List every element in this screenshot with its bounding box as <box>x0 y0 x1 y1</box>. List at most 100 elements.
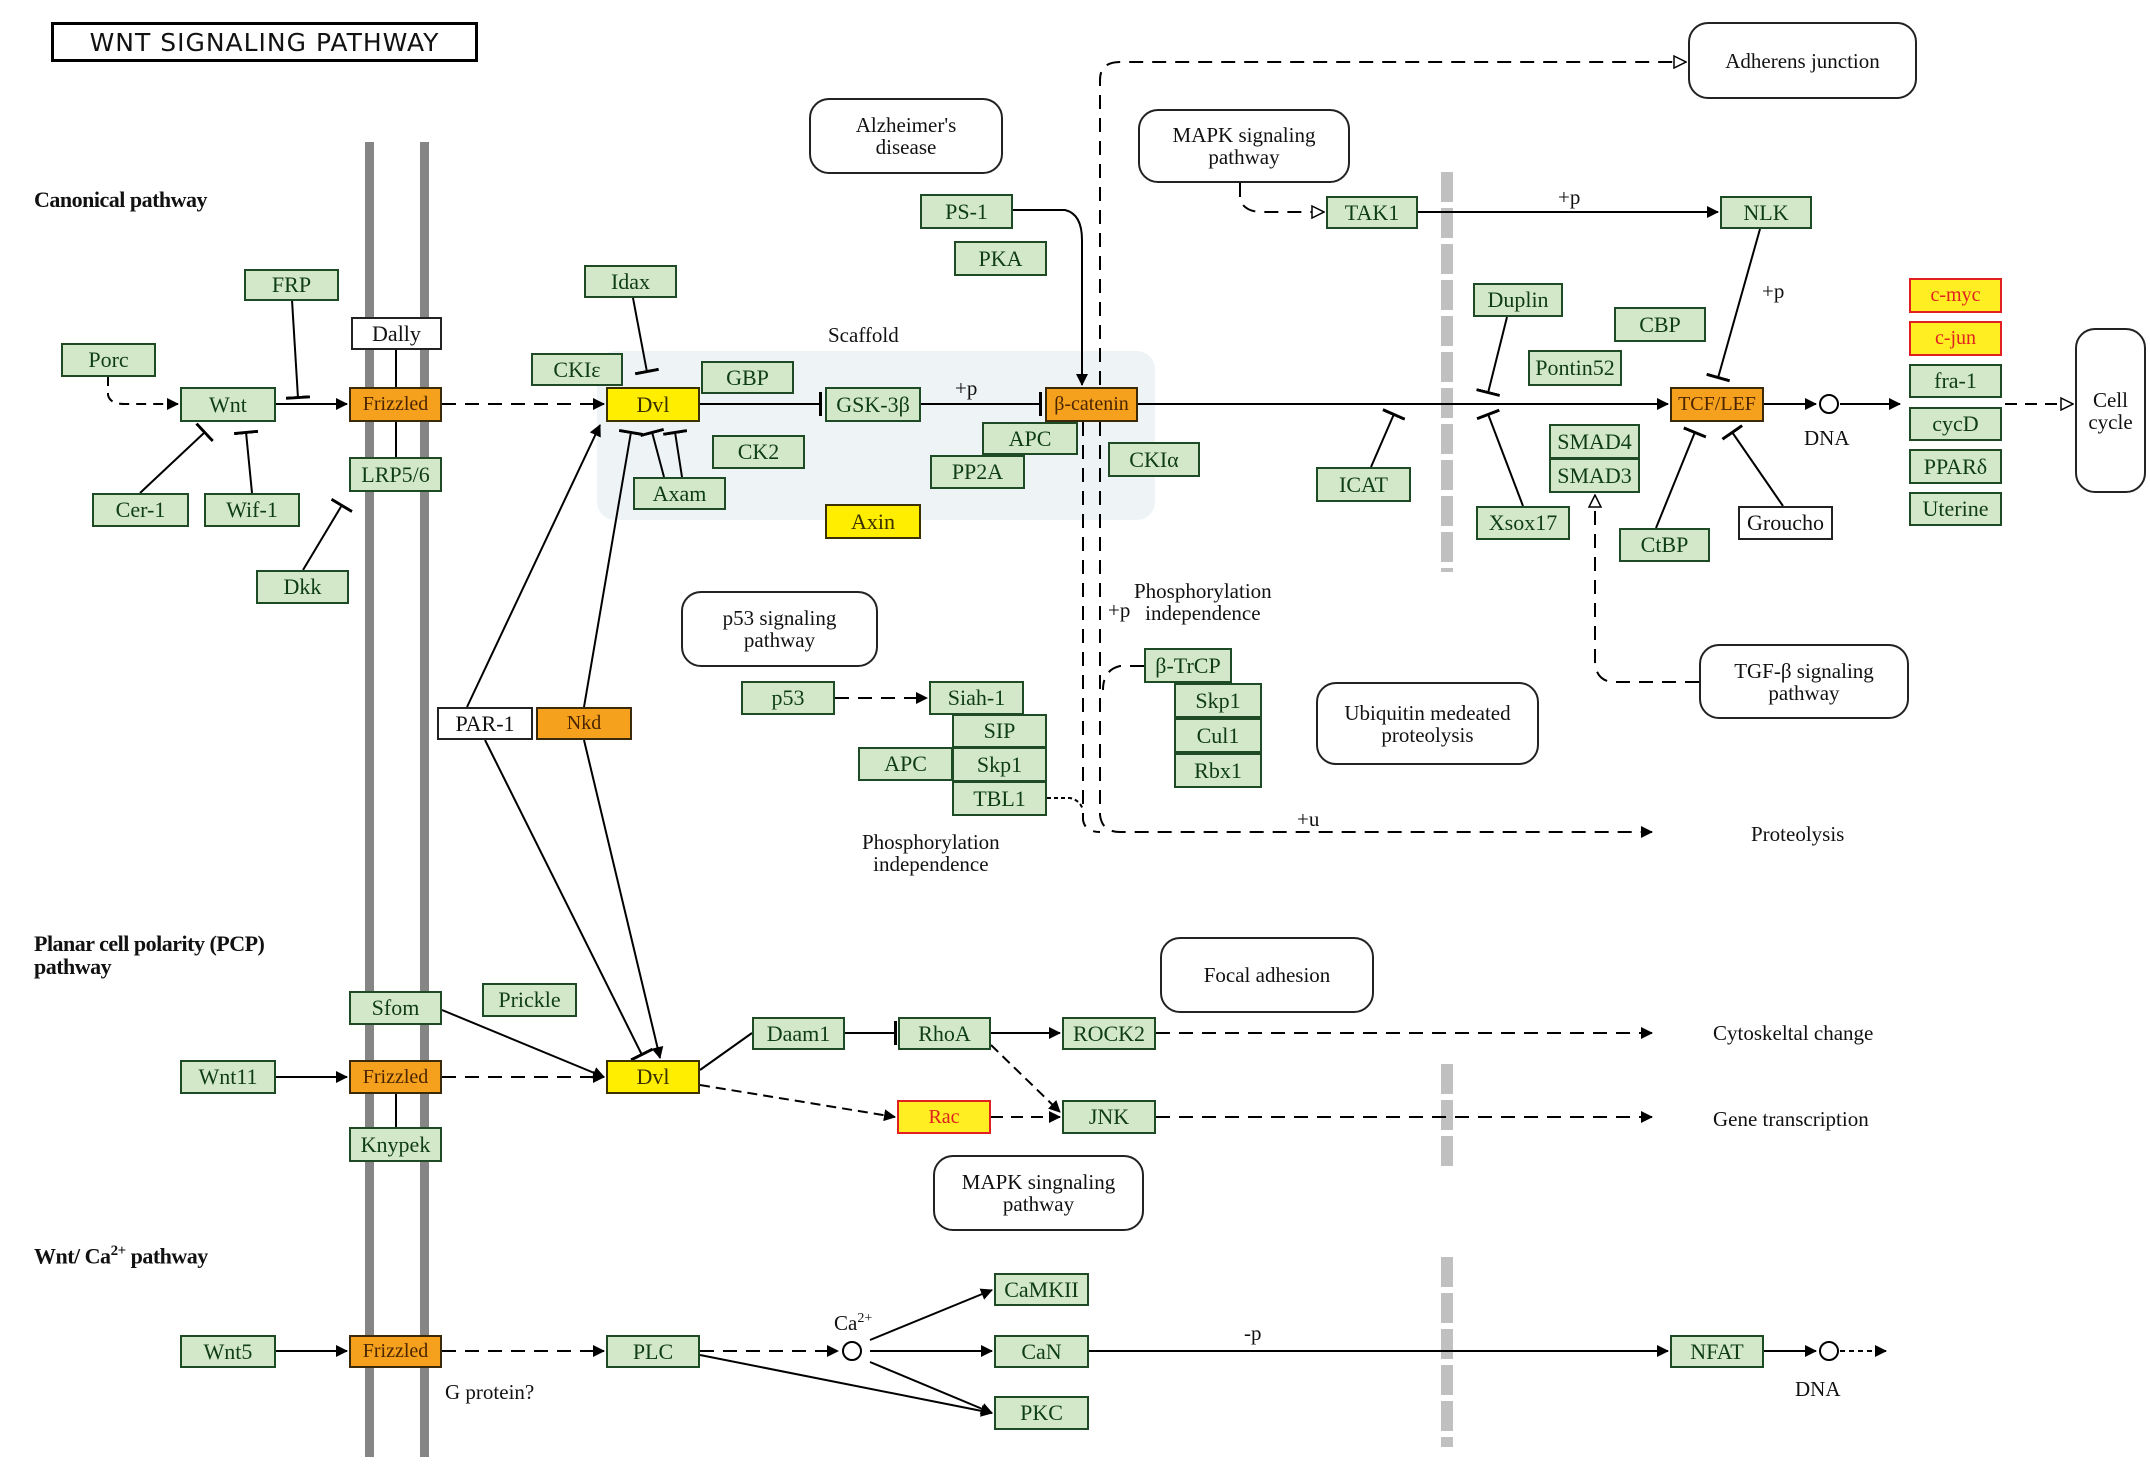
gene-beta-catenin[interactable]: β-catenin <box>1045 387 1138 422</box>
gene-uterine[interactable]: Uterine <box>1909 492 2002 526</box>
edge-tgfb-smad <box>1595 495 1699 683</box>
edge-groucho-inhibit <box>1721 424 1784 507</box>
pathway-link-focal-adhesion[interactable]: Focal adhesion <box>1160 937 1374 1013</box>
gene-ckie[interactable]: CKIε <box>531 353 623 386</box>
gene-idax[interactable]: Idax <box>584 265 677 298</box>
gene-wnt[interactable]: Wnt <box>180 387 276 422</box>
phosphorylation-independence-label-1: Phosphorylation independence <box>862 830 1000 876</box>
gene-pka[interactable]: PKA <box>954 241 1047 276</box>
gene-pp2a[interactable]: PP2A <box>930 455 1025 489</box>
pathway-link-ubiquitin-proteolysis[interactable]: Ubiquitin medeated proteolysis <box>1316 682 1539 765</box>
pathway-link-mapk-top[interactable]: MAPK signaling pathway <box>1138 109 1350 183</box>
gene-cbp[interactable]: CBP <box>1614 307 1706 342</box>
gene-frizzled-ca[interactable]: Frizzled <box>349 1335 442 1368</box>
gene-c-myc[interactable]: c-myc <box>1909 278 2002 313</box>
gene-duplin[interactable]: Duplin <box>1473 283 1563 317</box>
gene-dkk[interactable]: Dkk <box>256 570 349 604</box>
gene-skp1-siah[interactable]: Skp1 <box>952 747 1047 782</box>
edge-icat-inhibit <box>1370 408 1406 468</box>
phosphorylation-label-btrcp: +p <box>1108 598 1131 622</box>
gene-frizzled-canonical[interactable]: Frizzled <box>349 387 442 422</box>
edge-dashed-adherens <box>1099 62 1686 385</box>
pathway-link-alzheimers[interactable]: Alzheimer's disease <box>809 98 1003 174</box>
gene-plc[interactable]: PLC <box>606 1335 700 1368</box>
dna-label-ca: DNA <box>1795 1377 1841 1401</box>
gene-can[interactable]: CaN <box>994 1335 1089 1368</box>
gene-wif-1[interactable]: Wif-1 <box>204 493 300 527</box>
gene-rhoa[interactable]: RhoA <box>898 1017 991 1050</box>
gene-axin[interactable]: Axin <box>825 504 921 539</box>
calcium-ion-node <box>842 1341 862 1361</box>
gene-fra-1[interactable]: fra-1 <box>1909 364 2002 398</box>
gene-rock2[interactable]: ROCK2 <box>1062 1017 1156 1050</box>
section-label-wnt-ca: Wnt/ Ca2+ pathway <box>34 1240 208 1267</box>
gene-tak1[interactable]: TAK1 <box>1326 196 1418 229</box>
gene-siah-1[interactable]: Siah-1 <box>929 681 1024 715</box>
gene-cul1[interactable]: Cul1 <box>1174 718 1262 753</box>
pathway-link-p53[interactable]: p53 signaling pathway <box>681 591 878 667</box>
gene-sip[interactable]: SIP <box>952 714 1047 748</box>
nuclear-membrane-canonical <box>1441 172 1453 572</box>
gene-pkc[interactable]: PKC <box>994 1396 1089 1430</box>
gene-frp[interactable]: FRP <box>244 269 339 301</box>
gene-ctbp[interactable]: CtBP <box>1619 528 1710 562</box>
gene-rac[interactable]: Rac <box>897 1100 991 1134</box>
pathway-link-adherens-junction[interactable]: Adherens junction <box>1688 22 1917 99</box>
section-label-pcp: Planar cell polarity (PCP) pathway <box>34 931 265 979</box>
dna-node-canonical <box>1819 394 1839 414</box>
gene-ps-1[interactable]: PS-1 <box>920 194 1013 229</box>
gene-rbx1[interactable]: Rbx1 <box>1174 753 1262 788</box>
gene-icat[interactable]: ICAT <box>1316 467 1411 502</box>
gene-nfat[interactable]: NFAT <box>1670 1335 1764 1368</box>
gene-nlk[interactable]: NLK <box>1720 196 1812 229</box>
gene-pontin52[interactable]: Pontin52 <box>1528 350 1622 386</box>
gene-nkd[interactable]: Nkd <box>536 707 632 740</box>
dephosphorylation-label: -p <box>1244 1321 1262 1345</box>
gene-par-1[interactable]: PAR-1 <box>437 707 533 740</box>
gene-ppard[interactable]: PPARδ <box>1909 449 2002 484</box>
gene-wnt5[interactable]: Wnt5 <box>180 1335 276 1368</box>
gene-frizzled-pcp[interactable]: Frizzled <box>349 1060 442 1094</box>
gene-ck2[interactable]: CK2 <box>712 435 805 469</box>
gene-xsox17[interactable]: Xsox17 <box>1476 506 1570 540</box>
gene-dvl-canonical[interactable]: Dvl <box>606 387 700 422</box>
gene-sfom[interactable]: Sfom <box>349 991 442 1025</box>
gene-ckia[interactable]: CKIα <box>1108 442 1200 477</box>
edge-bcatenin-down-1 <box>1082 422 1101 833</box>
edge-axam-inhibit-2 <box>662 429 688 478</box>
gene-knypek[interactable]: Knypek <box>349 1127 442 1162</box>
edge-tbl1-link <box>1047 797 1084 811</box>
gene-groucho[interactable]: Groucho <box>1738 506 1833 540</box>
gene-c-jun[interactable]: c-jun <box>1909 321 2002 356</box>
gene-prickle[interactable]: Prickle <box>482 983 577 1017</box>
edge-par1-dvlpcp <box>484 739 654 1062</box>
gene-porc[interactable]: Porc <box>61 343 156 377</box>
gene-camkii[interactable]: CaMKII <box>994 1273 1089 1306</box>
gene-tcf-lef[interactable]: TCF/LEF <box>1670 387 1764 422</box>
gene-apc-complex[interactable]: APC <box>858 747 953 781</box>
gene-smad4[interactable]: SMAD4 <box>1549 424 1640 459</box>
gene-smad3[interactable]: SMAD3 <box>1549 458 1640 493</box>
gene-lrp5-6[interactable]: LRP5/6 <box>349 457 442 492</box>
gene-skp1-scf[interactable]: Skp1 <box>1174 683 1262 718</box>
gene-jnk[interactable]: JNK <box>1062 1100 1156 1134</box>
gene-axam[interactable]: Axam <box>633 477 726 510</box>
gene-gbp[interactable]: GBP <box>701 361 794 394</box>
pathway-link-cell-cycle[interactable]: Cell cycle <box>2075 328 2146 493</box>
pathway-link-tgf-beta[interactable]: TGF-β signaling pathway <box>1699 644 1909 719</box>
edge-xsox17-inhibit <box>1476 408 1524 507</box>
edge-nkd-dvl <box>583 428 643 708</box>
gene-daam1[interactable]: Daam1 <box>752 1017 845 1050</box>
gene-gsk-3b[interactable]: GSK-3β <box>825 387 921 422</box>
gene-cycd[interactable]: cycD <box>1909 407 2002 441</box>
gene-apc[interactable]: APC <box>982 422 1078 455</box>
pathway-link-mapk-bottom[interactable]: MAPK singnaling pathway <box>933 1155 1144 1231</box>
gene-cer-1[interactable]: Cer-1 <box>92 493 189 527</box>
gene-beta-trcp[interactable]: β-TrCP <box>1144 648 1232 683</box>
edge-dvl-daam1 <box>699 1032 753 1071</box>
gene-tbl1[interactable]: TBL1 <box>952 781 1047 816</box>
gene-dally[interactable]: Dally <box>351 317 442 350</box>
gene-dvl-pcp[interactable]: Dvl <box>606 1060 700 1094</box>
gene-p53[interactable]: p53 <box>741 681 835 715</box>
gene-wnt11[interactable]: Wnt11 <box>180 1060 276 1094</box>
